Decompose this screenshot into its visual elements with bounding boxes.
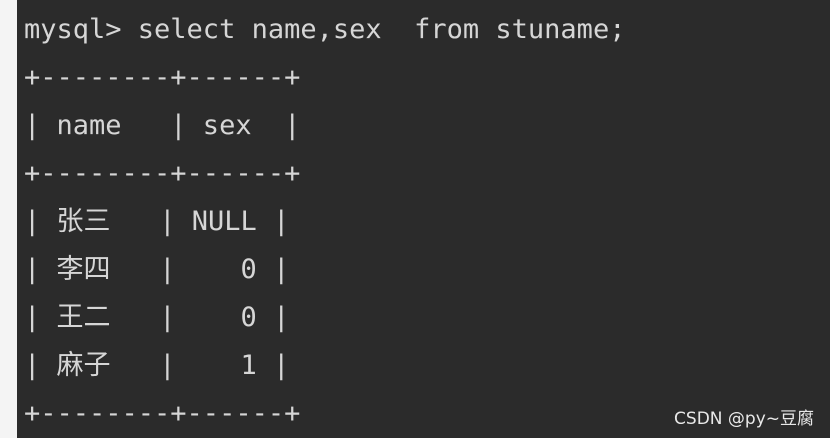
table-row: | 王二 | 0 | xyxy=(24,302,290,333)
table-row: | 李四 | 0 | xyxy=(24,254,290,285)
table-border-top: +--------+------+ xyxy=(24,62,301,93)
csdn-watermark: CSDN @py~豆腐 xyxy=(674,409,814,429)
table-header-row: | name | sex | xyxy=(24,110,301,141)
table-row: | 麻子 | 1 | xyxy=(24,350,290,381)
table-border-bottom: +--------+------+ xyxy=(24,398,301,429)
table-row: | 张三 | NULL | xyxy=(24,206,290,237)
table-border-middle: +--------+------+ xyxy=(24,158,301,189)
query-line: mysql> select name,sex from stuname; xyxy=(24,14,626,45)
left-gutter xyxy=(0,0,17,438)
